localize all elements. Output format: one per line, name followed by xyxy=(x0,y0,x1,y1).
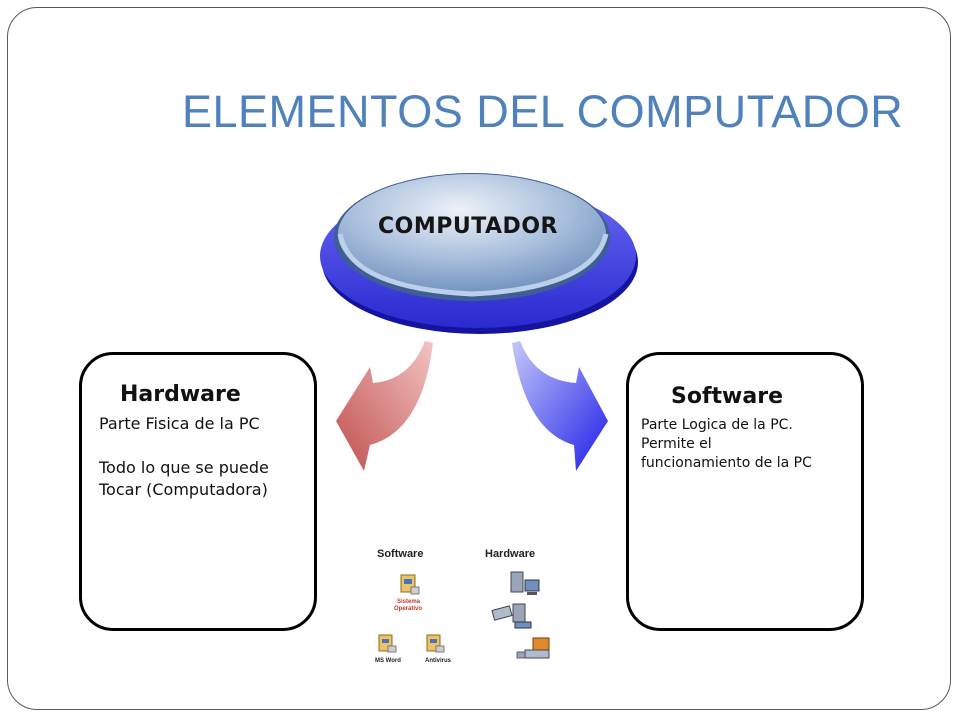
software-line-2: Permite el xyxy=(641,436,712,452)
hardware-description: Parte Fisica de la PC Todo lo que se pue… xyxy=(99,413,314,501)
hub-rim xyxy=(337,233,609,297)
hardware-box xyxy=(79,352,317,631)
illustration-hardware-header: Hardware xyxy=(485,548,536,560)
software-line-3: funcionamiento de la PC xyxy=(641,455,812,471)
devices-icon xyxy=(491,603,532,629)
illustration-icons xyxy=(378,571,550,659)
software-hardware-illustration: Software Hardware xyxy=(365,540,575,680)
computer-hub xyxy=(320,173,638,334)
illustration-os-label-2: Operativo xyxy=(394,606,423,612)
tower-icon xyxy=(510,571,540,595)
illustration-word-label: MS Word xyxy=(375,658,401,664)
software-title: Software xyxy=(671,384,783,409)
illustration-software-header: Software xyxy=(377,548,424,560)
printer-icon xyxy=(516,637,550,659)
os-icon xyxy=(400,574,420,595)
arrow-left xyxy=(336,341,433,471)
slide-title: ELEMENTOS DEL COMPUTADOR xyxy=(182,86,904,137)
hardware-line-1: Parte Fisica de la PC xyxy=(99,414,260,433)
hardware-line-2: Todo lo que se puede xyxy=(99,458,269,477)
arrows-group xyxy=(336,341,608,471)
software-box xyxy=(626,352,864,631)
illustration-antivirus-label: Antivirus xyxy=(425,658,452,664)
software-line-1: Parte Logica de la PC. xyxy=(641,417,793,433)
illustration-os-label-1: Sistema xyxy=(397,599,421,605)
software-description: Parte Logica de la PC. Permite el funcio… xyxy=(641,416,856,473)
hardware-title: Hardware xyxy=(120,382,241,407)
antivirus-icon xyxy=(426,634,445,653)
hardware-line-3: Tocar (Computadora) xyxy=(99,480,268,499)
hub-label: COMPUTADOR xyxy=(378,214,558,239)
arrow-right xyxy=(512,341,608,471)
hub-top xyxy=(338,174,606,294)
word-icon xyxy=(378,634,397,653)
